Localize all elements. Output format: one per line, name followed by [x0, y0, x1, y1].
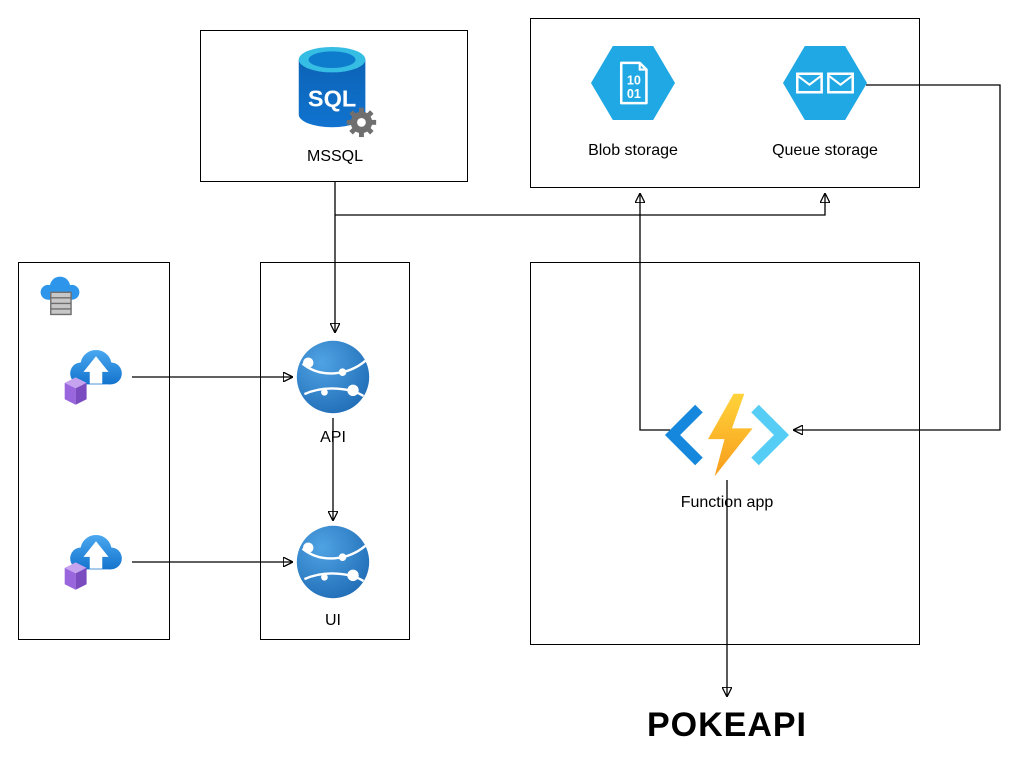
mssql-node: SQL MSSQL [278, 44, 392, 166]
blob-storage-label: Blob storage [588, 142, 678, 159]
package-cube-icon [64, 377, 87, 405]
cloud-upload-package-icon [64, 534, 122, 590]
function-app-lightning-icon [664, 392, 790, 478]
blob-storage-hexagon-icon: 10 01 [591, 46, 675, 120]
sql-database-icon: SQL [298, 46, 377, 138]
app-service-globe-icon [296, 340, 370, 414]
edge-mssql-to-queue-storage [335, 194, 825, 216]
function-app-node: Function app [647, 392, 807, 512]
sql-icon-text: SQL [308, 86, 356, 112]
api-node: API [283, 337, 383, 447]
app-service-globe-icon [296, 525, 370, 599]
api-label: API [320, 429, 346, 446]
cloud-upload-package-icon [64, 349, 122, 405]
gear-icon [346, 107, 377, 138]
queue-storage-node: Queue storage [765, 46, 885, 160]
package-cube-icon [64, 562, 87, 590]
function-app-label: Function app [680, 494, 774, 511]
function-group-box [530, 262, 920, 645]
pokeapi-label: POKEAPI [646, 706, 808, 744]
ui-label: UI [325, 612, 341, 629]
blob-digits-top: 10 [627, 74, 641, 88]
blob-storage-node: 10 01 Blob storage [583, 46, 683, 160]
deployment-group-box [18, 262, 170, 640]
queue-storage-label: Queue storage [772, 142, 878, 159]
ui-node: UI [283, 522, 383, 630]
mssql-label: MSSQL [306, 148, 363, 165]
blob-digits-bottom: 01 [627, 87, 641, 101]
cloud-server-icon [40, 276, 80, 316]
mssql-group-box [200, 30, 468, 182]
queue-storage-hexagon-icon [783, 46, 867, 120]
